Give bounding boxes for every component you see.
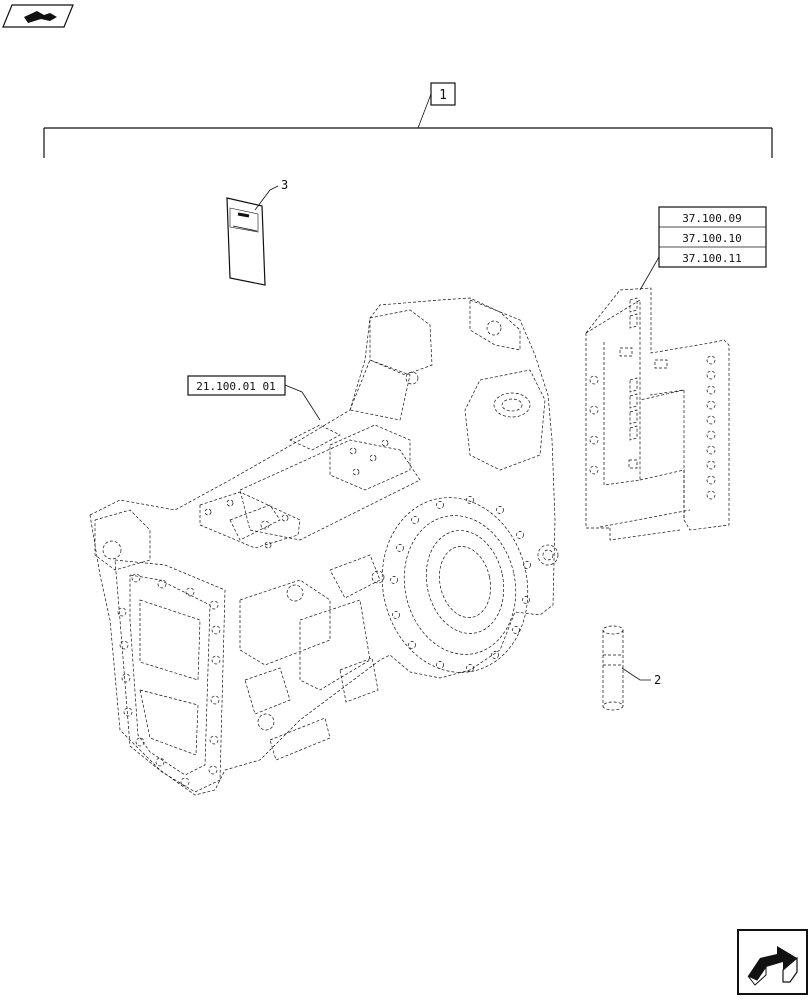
bracket-ref-3: 37.100.11 xyxy=(682,252,742,265)
assembly-bracket xyxy=(43,127,773,158)
hitch-bracket xyxy=(585,287,730,541)
rear-axle-housing xyxy=(89,297,559,796)
manual-booklet[interactable] xyxy=(226,197,266,286)
bracket-ref-2: 37.100.10 xyxy=(682,232,742,245)
item-1-label: 1 xyxy=(439,88,447,103)
next-page-icon[interactable] xyxy=(737,929,808,995)
housing-reference-box[interactable]: 21.100.01 01 xyxy=(187,375,321,421)
item-2-callout: 2 xyxy=(621,667,661,687)
item-3-label: 3 xyxy=(281,178,288,192)
bracket-reference-boxes[interactable]: 37.100.09 37.100.10 37.100.11 xyxy=(658,206,767,268)
pin-part xyxy=(602,625,624,711)
item-1-callout[interactable]: 1 xyxy=(417,82,456,129)
item-3-callout: 3 xyxy=(254,178,288,211)
item-2-label: 2 xyxy=(654,673,661,687)
housing-ref-label: 21.100.01 01 xyxy=(196,380,275,393)
back-arrow-icon[interactable] xyxy=(2,4,74,28)
bracket-ref-1: 37.100.09 xyxy=(682,212,742,225)
